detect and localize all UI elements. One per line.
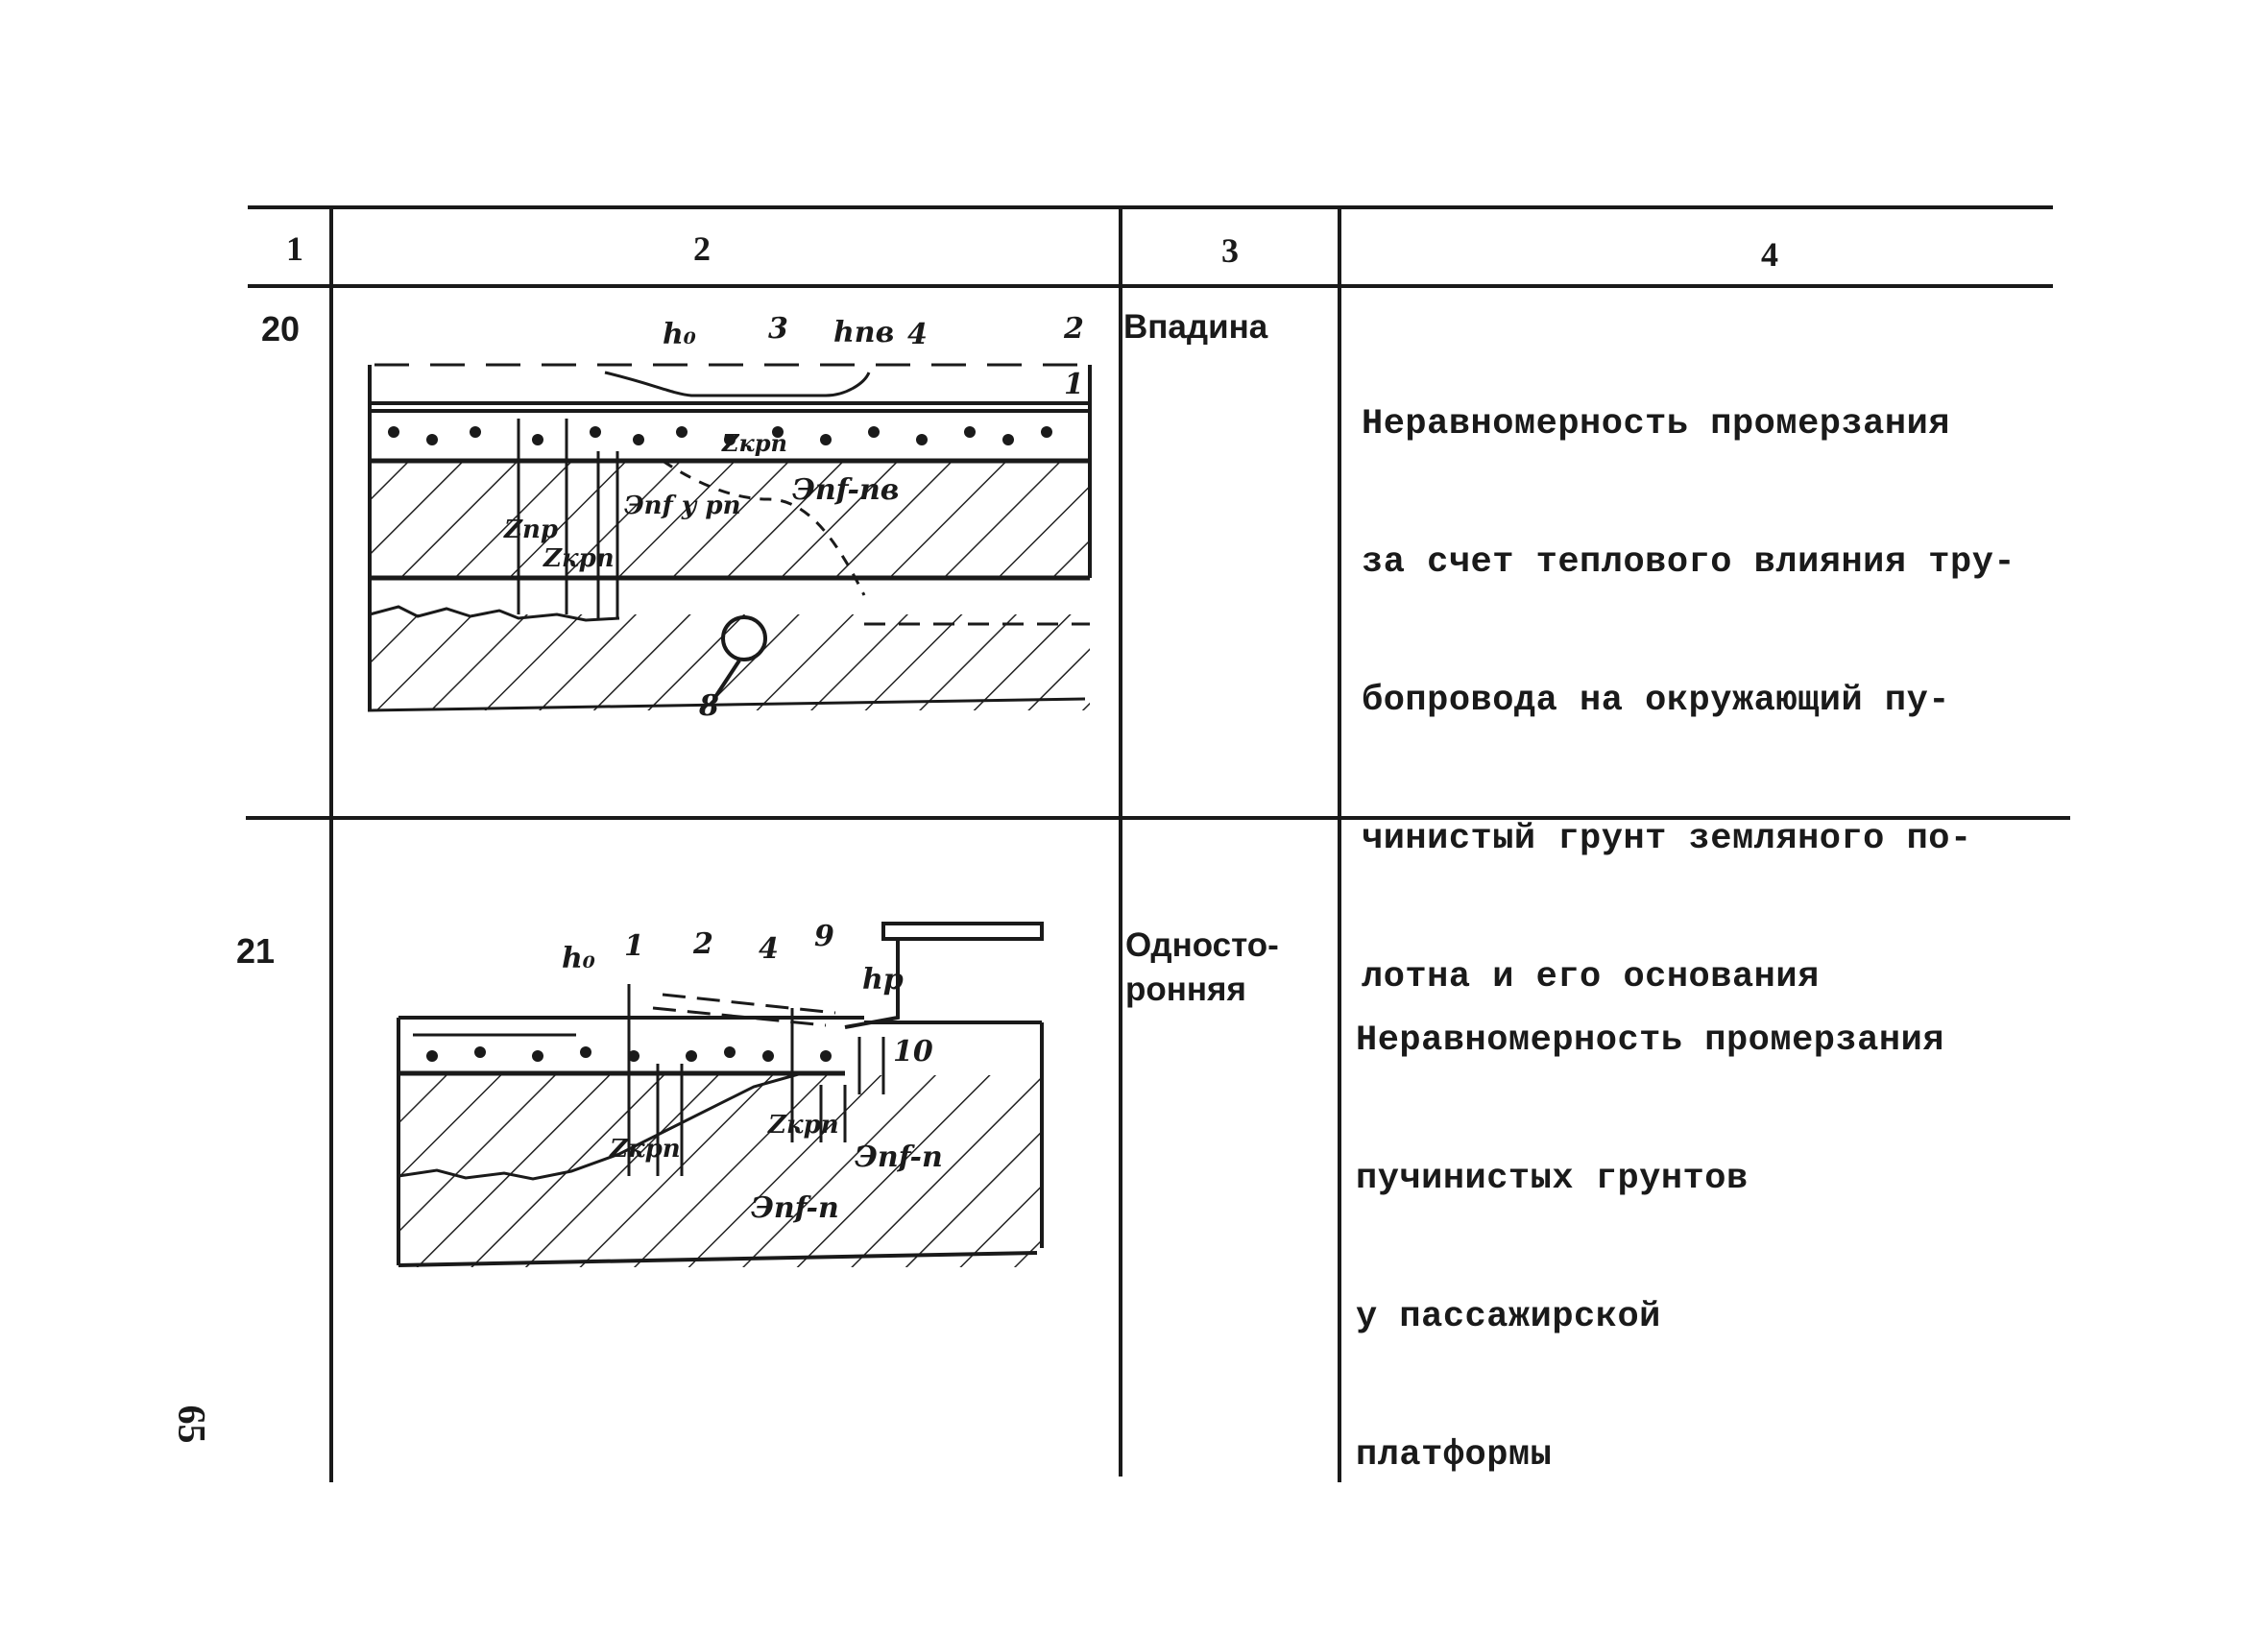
row-21-label-h0: h₀	[562, 942, 595, 975]
row-20-layers	[367, 363, 1092, 712]
col-divider-2	[1119, 205, 1122, 1477]
row-20-label-zkrp-small: Zкрп	[721, 429, 787, 457]
row-21-label-zkrp: Zкрп	[609, 1135, 681, 1164]
header-col-2: 2	[693, 229, 711, 268]
row-20-description: Неравномерность промерзания за счет тепл…	[1362, 309, 2015, 1046]
header-col-3: 3	[1221, 231, 1239, 270]
row-21-label-10: 10	[893, 1035, 933, 1069]
row-21-desc-line: платформы	[1356, 1435, 1553, 1476]
row-21-label-1: 1	[624, 929, 644, 963]
row-20-type: Впадина	[1123, 308, 1268, 346]
header-rule	[248, 284, 2053, 288]
row-21-gravel	[426, 1046, 832, 1062]
row-20-label-hpv: hпв	[833, 316, 894, 349]
row-20-label-2: 2	[1063, 312, 1084, 346]
row-20-desc-line: лотна и его основания	[1362, 957, 1820, 997]
row-21-label-eplp2: Эпf-п	[751, 1191, 839, 1225]
row-21-desc-line: пучинистых грунтов	[1356, 1159, 1749, 1199]
row-21-soil	[398, 1075, 1042, 1267]
row-20-label-4: 4	[907, 318, 928, 351]
row-20-desc-line: Неравномерность промерзания	[1362, 404, 1950, 444]
row-20-label-zkrp: Zкрп	[543, 544, 615, 573]
row-divider	[246, 816, 2070, 820]
row-21-label-2: 2	[692, 927, 713, 961]
header-col-4: 4	[1761, 235, 1778, 274]
row-21-label-eplp1: Эпf-п	[855, 1141, 943, 1174]
col-divider-3	[1338, 205, 1341, 1482]
row-21-type-line: Односто-	[1125, 926, 1279, 964]
row-21-number: 21	[236, 931, 276, 971]
row-21-type-line: ронняя	[1125, 971, 1246, 1008]
row-20-desc-line: бопровода на окружающий пу-	[1362, 681, 1950, 721]
row-20-label-epl-u: Эпf у рп	[624, 492, 741, 520]
row-20-label-3: 3	[768, 312, 788, 346]
row-21-label-zkrp2: Zкрп	[767, 1111, 839, 1140]
col-divider-1	[329, 205, 333, 1482]
row-21-label-9: 9	[814, 920, 834, 953]
row-21-label-hp: hр	[862, 963, 904, 997]
row-21-layers	[397, 922, 1044, 1267]
row-20-label-h0: h₀	[663, 318, 696, 351]
row-20-number: 20	[261, 309, 301, 348]
row-20-gravel	[388, 426, 1052, 445]
row-20-desc-line: чинистый грунт земляного по-	[1362, 819, 1972, 859]
row-21-description: Неравномерность промерзания пучинистых г…	[1356, 925, 1944, 1525]
header-col-1: 1	[286, 229, 303, 268]
row-21-desc-line: Неравномерность промерзания	[1356, 1021, 1944, 1061]
row-21-desc-line: у пассажирской	[1356, 1297, 1661, 1337]
row-20-label-zpr: Zпр	[503, 516, 558, 544]
row-20-label-8: 8	[698, 689, 719, 723]
row-20-label-1: 1	[1064, 368, 1084, 401]
row-21-label-4: 4	[759, 932, 779, 966]
row-20-label-eplpv: Эпf-пв	[792, 473, 899, 507]
row-20-desc-line: за счет теплового влияния тру-	[1362, 542, 2016, 583]
row-21-type: Односто- ронняя	[1125, 924, 1279, 1012]
row-20-soil	[370, 463, 1090, 710]
top-rule	[248, 205, 2053, 209]
